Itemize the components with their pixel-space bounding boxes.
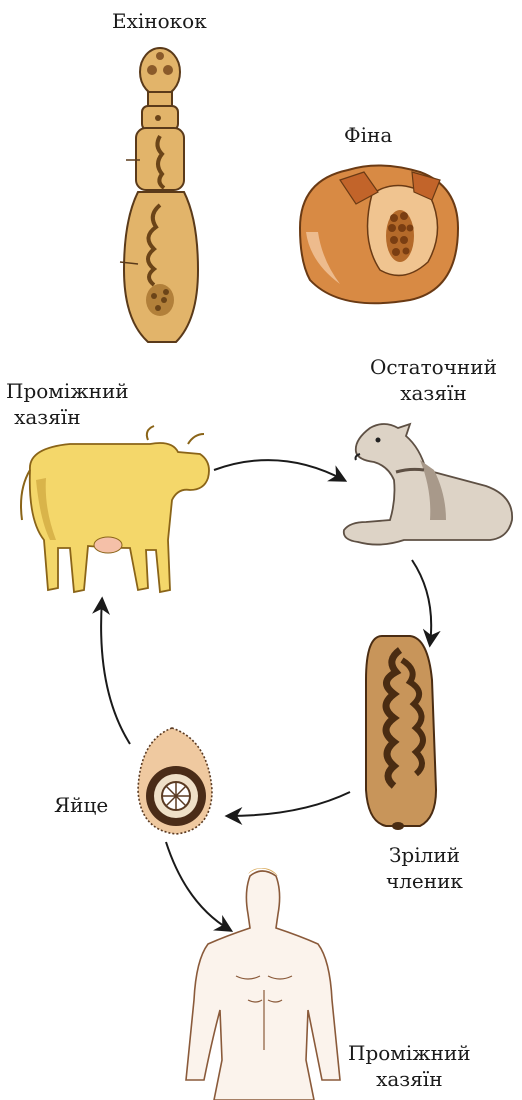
egg-icon bbox=[138, 728, 212, 834]
label-line: хазяїн bbox=[348, 1066, 471, 1092]
mature-segment-icon bbox=[366, 636, 436, 830]
label-line: Проміжний bbox=[6, 378, 129, 404]
label-egg: Яйце bbox=[54, 792, 108, 818]
label-line: Остаточний bbox=[370, 354, 497, 380]
arrow-egg-to-cow bbox=[101, 600, 130, 744]
label-final-host: Остаточний хазяїн bbox=[370, 354, 497, 406]
arrow-dog-to-segment bbox=[412, 560, 431, 644]
label-line: членик bbox=[386, 868, 463, 894]
dog-icon bbox=[344, 424, 512, 545]
label-line: Зрілий bbox=[386, 842, 463, 868]
label-intermediate-host-1: Проміжний хазяїн bbox=[6, 378, 129, 430]
arrow-egg-to-human bbox=[166, 842, 230, 930]
cow-icon bbox=[21, 426, 209, 592]
label-intermediate-host-2: Проміжний хазяїн bbox=[348, 1040, 471, 1092]
arrow-cow-to-dog bbox=[214, 460, 344, 480]
label-line: хазяїн bbox=[0, 404, 129, 430]
label-line: Проміжний bbox=[348, 1040, 471, 1066]
echinococcus-worm-icon bbox=[120, 48, 198, 342]
label-mature-segment: Зрілий членик bbox=[386, 842, 463, 894]
arrow-segment-to-egg bbox=[228, 792, 350, 816]
label-line: хазяїн bbox=[370, 380, 497, 406]
cyst-icon bbox=[300, 165, 458, 303]
human-icon bbox=[186, 868, 340, 1100]
label-fina: Фіна bbox=[344, 122, 392, 148]
label-echinococcus: Ехінокок bbox=[112, 8, 207, 34]
